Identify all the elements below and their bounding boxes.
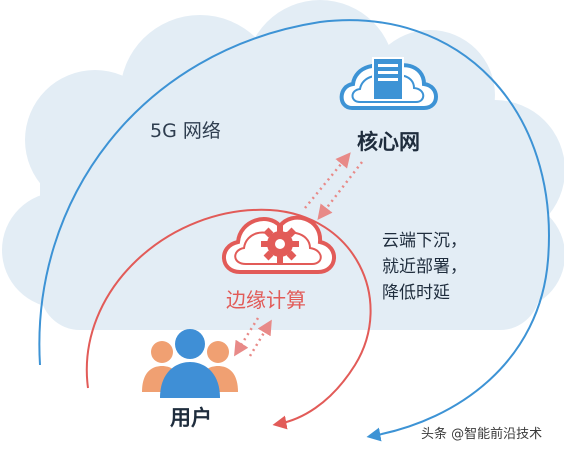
edge-computing-label: 边缘计算	[226, 288, 306, 312]
user-group-icon	[142, 329, 238, 398]
core-to-edge-arrow	[317, 161, 363, 220]
outer-blue-arc	[38, 19, 550, 442]
sink-note-line: 降低时延	[382, 283, 450, 303]
network-label: 5G 网络	[150, 120, 221, 142]
edge-to-user-arrow	[234, 317, 260, 357]
watermark: 头条 @智能前沿技术	[421, 427, 543, 442]
sink-note-line: 就近部署，	[382, 257, 467, 277]
sink-note-line: 云端下沉，	[382, 231, 467, 251]
sink-note: 云端下沉， 就近部署， 降低时延	[382, 228, 467, 306]
gear-icon	[261, 225, 299, 263]
user-label: 用户	[170, 406, 212, 430]
inner-red-arc	[85, 208, 372, 430]
server-icon	[372, 57, 404, 101]
background-cloud	[2, 0, 564, 330]
user-to-edge-arrow	[248, 319, 272, 357]
core-network-label: 核心网	[357, 130, 420, 154]
